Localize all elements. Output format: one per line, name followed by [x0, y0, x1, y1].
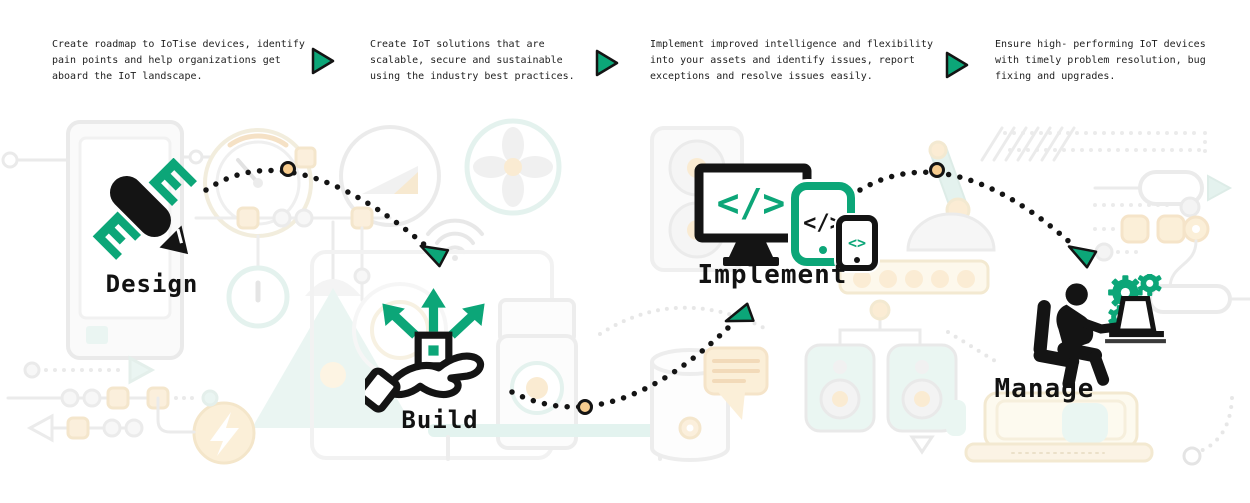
- person-laptop-gears-icon: [1033, 274, 1166, 388]
- devices-code-icon: </> </> <>: [694, 163, 880, 273]
- phone-code-glyph: <>: [848, 234, 866, 252]
- connector-design-build: [203, 167, 429, 249]
- pencil-brackets-icon: [92, 158, 197, 260]
- step-description-implement: Implement improved intelligence and flex…: [650, 39, 933, 82]
- hand-gift-box-arrows-icon: [365, 288, 485, 413]
- connector-arrowheads: [419, 244, 1098, 323]
- arrowhead-icon: [1067, 245, 1098, 269]
- triangle-right-icon: [945, 51, 969, 79]
- speedometer-illustration: [339, 125, 441, 227]
- stage-label-build: Build: [401, 406, 479, 434]
- laptop-illustration: [946, 391, 1234, 466]
- router-rack-illustration: [838, 259, 990, 295]
- step-description-design: Create roadmap to IoTise devices, identi…: [52, 39, 305, 82]
- triangle-right-icon: [595, 49, 619, 77]
- right-circuit-illustration: [946, 131, 1250, 366]
- connector-implement-manage: [857, 169, 1077, 249]
- desk-lamp-illustration: [906, 140, 996, 252]
- fan-illustration: [464, 118, 562, 216]
- step-description-manage: Ensure high- performing IoT devices with…: [995, 39, 1206, 82]
- stage-label-design: Design: [105, 270, 199, 298]
- power-button-illustration: [226, 234, 290, 329]
- circuit-row-illustration: [194, 206, 392, 302]
- laptop-icon: [1105, 296, 1166, 344]
- connector-nodes: [280, 161, 945, 415]
- arrowhead-icon: [419, 244, 450, 268]
- node-dot-icon: [929, 162, 945, 178]
- person-silhouette: [1033, 283, 1122, 388]
- monitor-code-glyph: </>: [717, 181, 786, 225]
- stage-label-manage: Manage: [994, 374, 1095, 404]
- node-dot-icon: [577, 399, 593, 415]
- step-description-build: Create IoT solutions that are scalable, …: [370, 39, 575, 82]
- chat-bubble-illustration: [703, 346, 769, 420]
- connector-build-implement: [509, 321, 735, 410]
- lightning-badge-illustration: [192, 401, 256, 465]
- triangle-right-icon: [311, 47, 335, 75]
- twin-speakers-illustration: [804, 299, 958, 455]
- arrowhead-icon: [724, 302, 755, 323]
- stage-label-implement: Implement: [697, 260, 848, 290]
- node-dot-icon: [280, 161, 296, 177]
- appliance-panel-illustration: [310, 250, 680, 461]
- gauge-illustration: [203, 128, 317, 238]
- circuit-rows-illustration: [6, 355, 219, 443]
